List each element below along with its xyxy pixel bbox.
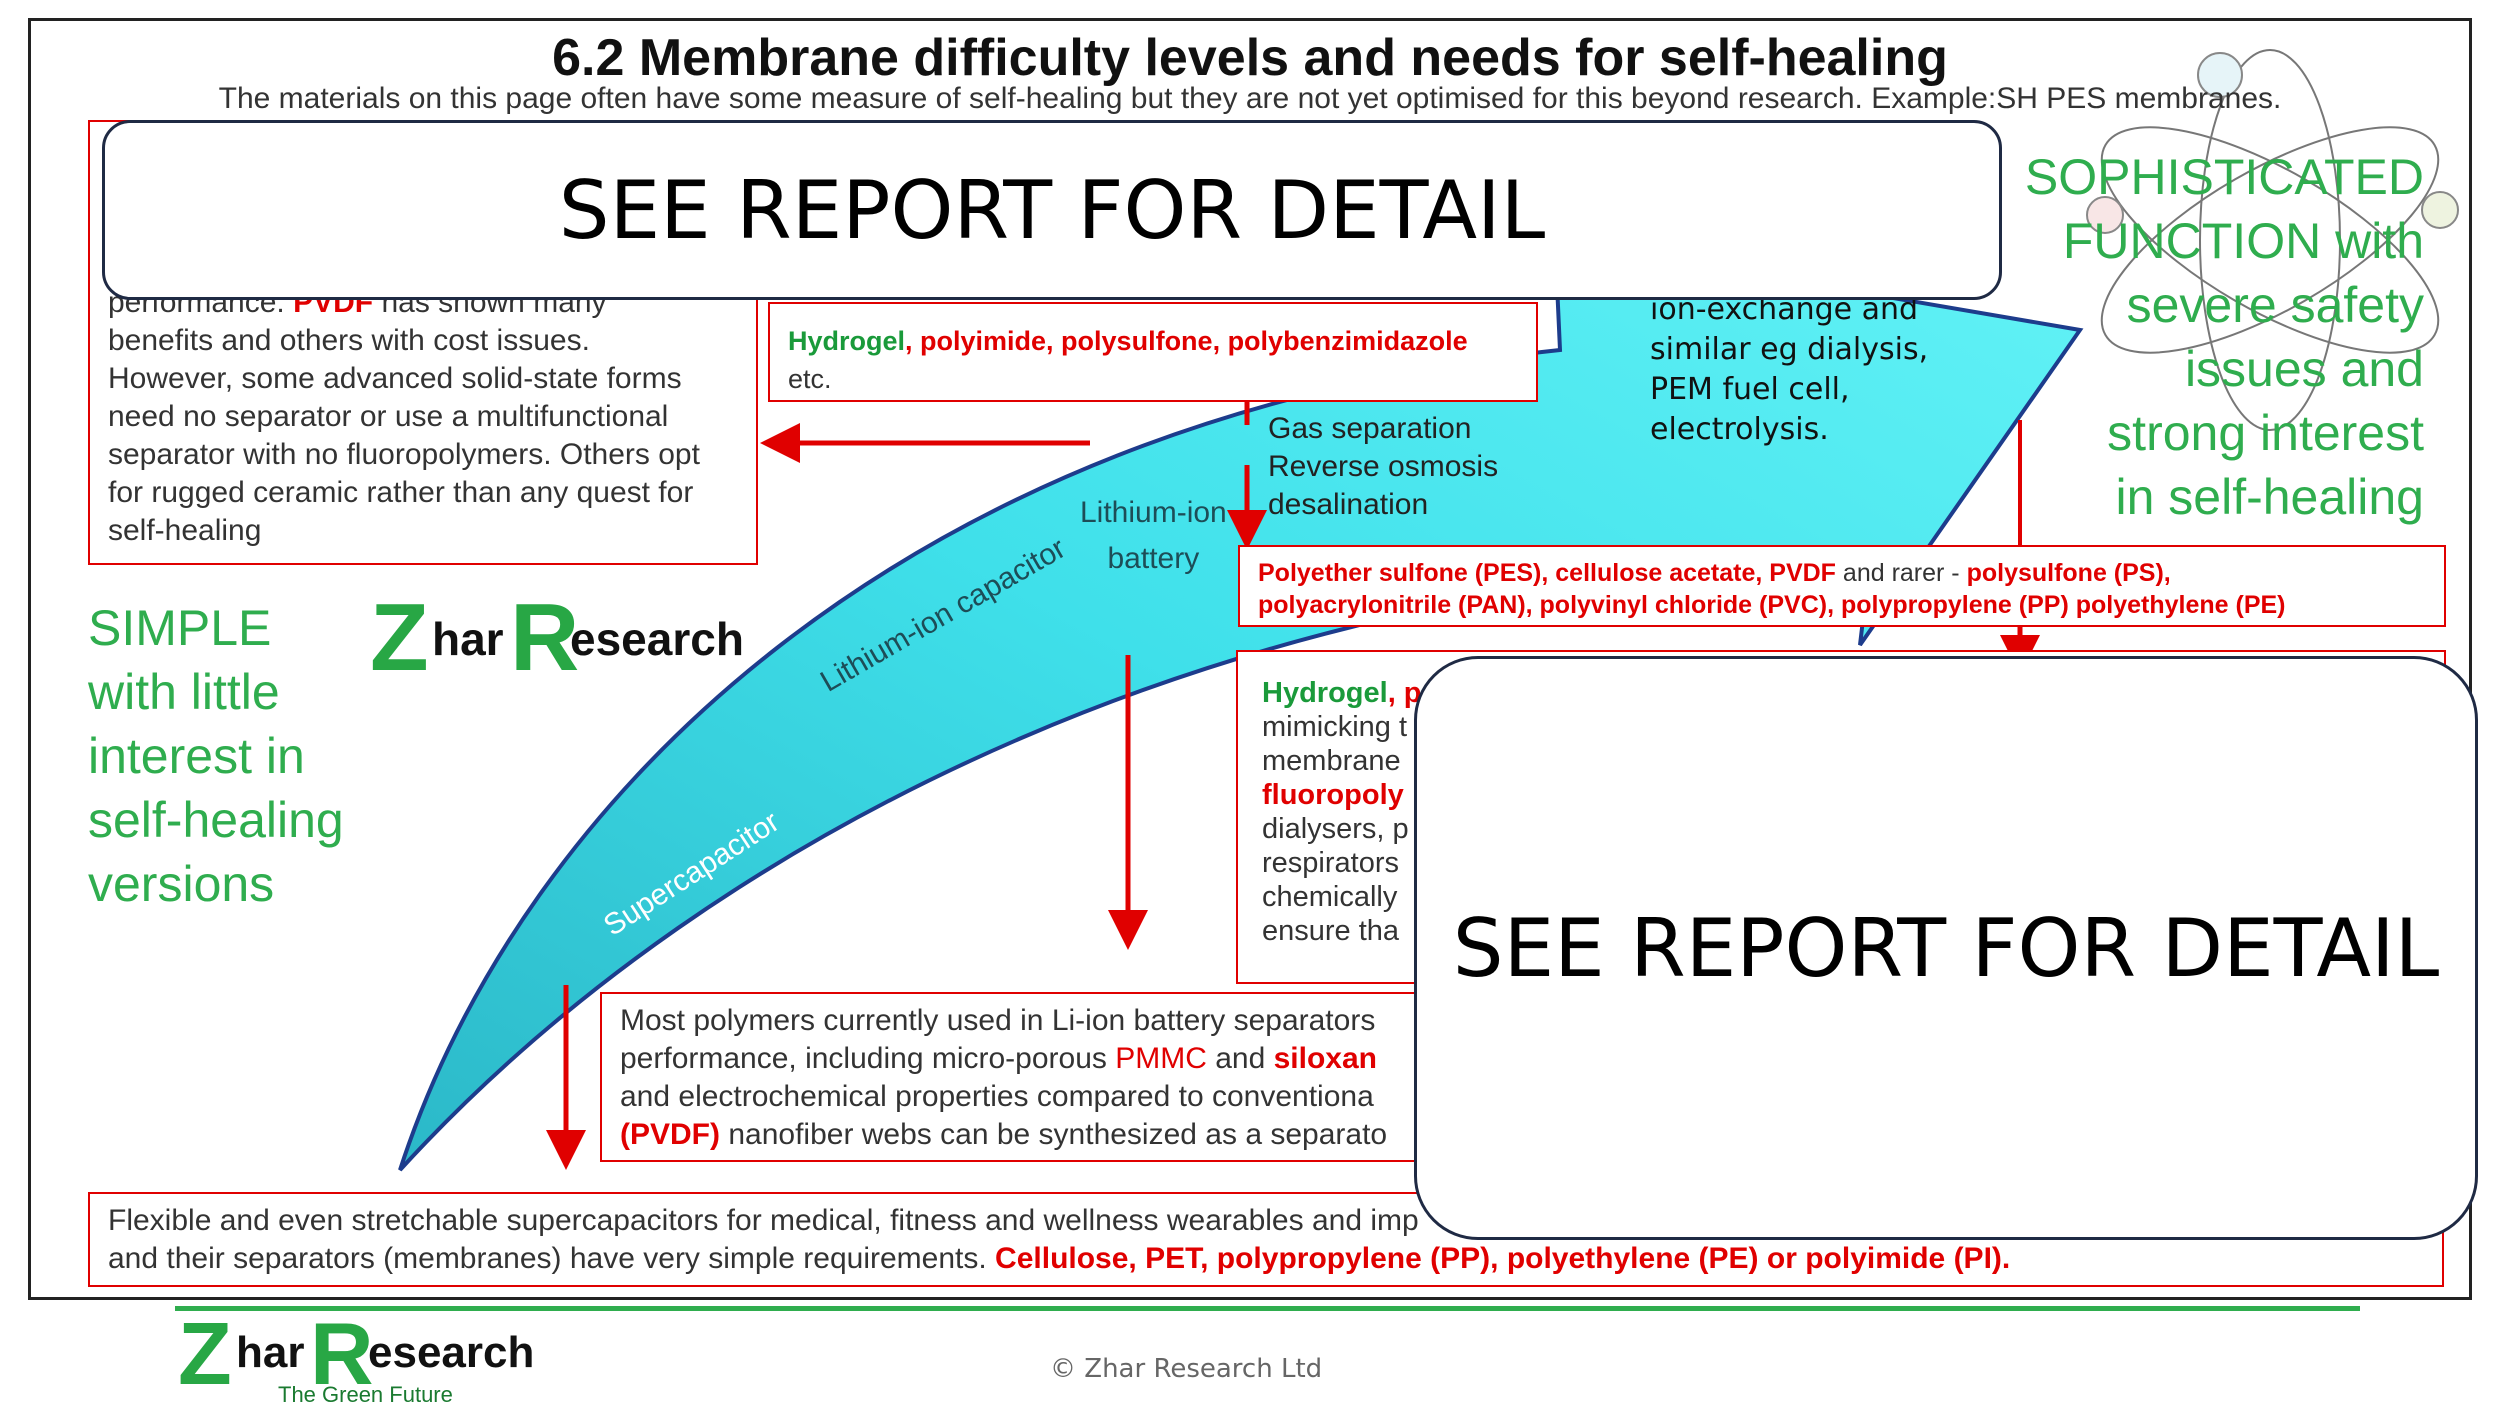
right-box-line: respirators [1262,847,1399,879]
logo-har: har [432,613,504,665]
see-report-overlay-top: SEE REPORT FOR DETAIL [102,120,2002,300]
right-box-line-red: fluoropoly [1262,779,1404,811]
ion-line: PEM fuel cell, [1650,372,1850,407]
logo-z: Z [178,1304,232,1403]
logo-tagline: The Green Future [278,1382,453,1407]
li-box-line-2: performance, including micro-porous PMMC… [620,1042,1377,1075]
li-box-line: and electrochemical properties compared … [620,1080,1374,1113]
sophisticated-line: SOPHISTICATED [2024,149,2424,205]
sophisticated-line: FUNCTION with [2062,213,2424,269]
simple-line: with little [88,664,280,720]
page-subtitle: The materials on this page often have so… [218,82,2282,115]
pes-box: Polyether sulfone (PES), cellulose aceta… [1238,545,2446,627]
pes-line-2: polyacrylonitrile (PAN), polyvinyl chlor… [1258,591,2286,619]
right-box-line: ensure tha [1262,915,1400,947]
simple-line: SIMPLE [88,600,272,656]
right-box-line: membrane [1262,745,1401,777]
atom-icon [2086,49,2459,431]
left-box-line: separator with no fluoropolymers. Others… [108,438,700,471]
li-box-line: Most polymers currently used in Li-ion b… [620,1004,1376,1037]
zhar-research-logo-middle: Z har R esearch [370,590,750,690]
left-box-line: self-healing [108,514,262,547]
gas-separation-text: Gas separation Reverse osmosis desalinat… [1268,410,1498,524]
ion-line: electrolysis. [1650,412,1829,447]
left-box-line: need no separator or use a multifunction… [108,400,669,433]
overlay-label: SEE REPORT FOR DETAIL [1452,901,2440,995]
sophisticated-line: severe safety [2126,277,2424,333]
ion-line: similar eg dialysis, [1650,332,1929,367]
right-box-line: mimicking t [1262,711,1408,743]
simple-line: interest in [88,728,305,784]
hydrogel-materials: Hydrogel, polyimide, polysulfone, polybe… [788,326,1468,356]
left-box-line: However, some advanced solid-state forms [108,362,682,395]
hydrogel-etc: etc. [788,364,832,394]
sophisticated-line: in self-healing [2115,469,2424,525]
page-title: 6.2 Membrane difficulty levels and needs… [552,29,1948,87]
li-ion-separator-box: Most polymers currently used in Li-ion b… [600,992,1700,1162]
left-box-line: benefits and others with cost issues. [108,324,590,357]
right-box-line: chemically [1262,881,1398,913]
sophisticated-line: issues and [2184,341,2424,397]
logo-r: R [310,1304,374,1403]
simple-line: self-healing [88,792,344,848]
logo-r: R [510,584,580,691]
left-box-line: for rugged ceramic rather than any quest… [108,476,694,509]
li-ion-battery-line: Lithium-ion [1080,496,1227,529]
gas-line: Reverse osmosis [1268,450,1499,483]
li-box-line-4: (PVDF) nanofiber webs can be synthesized… [620,1118,1388,1151]
simple-label: SIMPLE with little interest in self-heal… [88,596,344,916]
slide-frame [28,18,2472,1300]
logo-esearch: esearch [368,1328,535,1377]
right-box-line-1: Hydrogel, p [1262,677,1422,709]
pes-line-1: Polyether sulfone (PES), cellulose aceta… [1258,559,2171,587]
footer-divider [175,1306,2360,1311]
overlay-label: SEE REPORT FOR DETAIL [558,163,1546,257]
right-box-line: dialysers, p [1262,813,1409,845]
gas-line: desalination [1268,488,1429,521]
bottom-box-line-2: and their separators (membranes) have ve… [108,1242,2011,1275]
li-ion-battery-label: Lithium-ion battery [1080,490,1227,582]
logo-esearch: esearch [570,613,744,665]
simple-line: versions [88,856,275,912]
sophisticated-label: SOPHISTICATED FUNCTION with severe safet… [2025,145,2424,529]
li-ion-battery-line: battery [1107,542,1200,575]
see-report-overlay-right: SEE REPORT FOR DETAIL [1414,656,2478,1240]
logo-z: Z [370,584,429,691]
ion-exchange-text: ion-exchange and similar eg dialysis, PE… [1650,290,1928,450]
bottom-box-line: Flexible and even stretchable supercapac… [108,1204,1419,1237]
hydrogel-box: Hydrogel, polyimide, polysulfone, polybe… [768,302,1538,402]
footer-copyright: © Zhar Research Ltd [1050,1354,1323,1384]
sophisticated-line: strong interest [2107,405,2424,461]
gas-line: Gas separation [1268,412,1472,445]
zhar-research-logo-footer: Z har R esearch The Green Future [178,1304,578,1408]
logo-har: har [236,1328,305,1377]
